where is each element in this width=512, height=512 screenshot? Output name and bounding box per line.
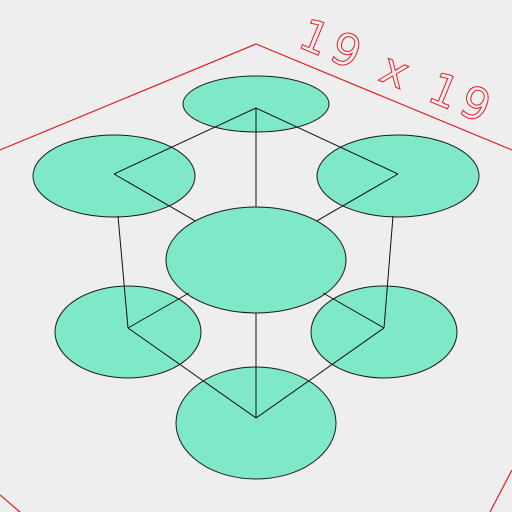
disc-center xyxy=(165,206,347,314)
cube-bottom-back-right-edge xyxy=(322,292,385,329)
build-plate-front-edge-right xyxy=(489,469,512,512)
build-plate-outline xyxy=(0,43,512,151)
cube-bottom-front-edges xyxy=(127,327,385,419)
disc-bottom-right xyxy=(310,285,458,379)
cube-right-vertical-edge xyxy=(383,215,394,329)
disc-bottom-left xyxy=(54,285,202,379)
cube-left-vertical-edge xyxy=(117,215,129,329)
cube-bottom-back-left-edge xyxy=(127,292,190,329)
build-plate-front-edge xyxy=(0,494,21,512)
